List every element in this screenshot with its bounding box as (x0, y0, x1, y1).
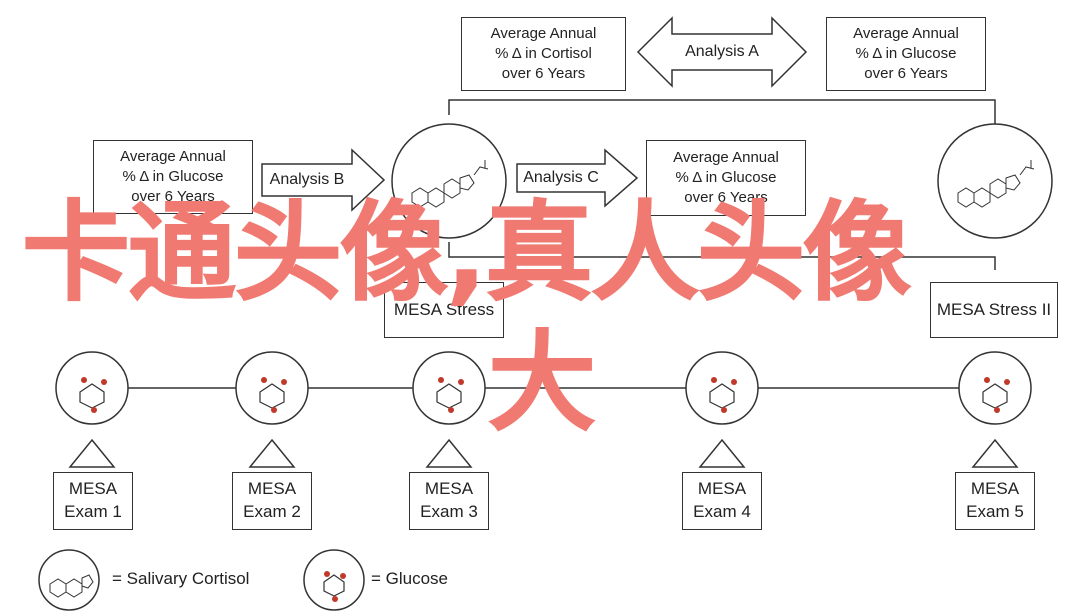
mid-left-box-line3: over 6 Years (131, 187, 215, 205)
legend-cortisol-label: = Salivary Cortisol (112, 569, 250, 588)
exam-box-1: MESA Exam 1 (53, 472, 133, 530)
top-right-box-line1: Average Annual (853, 25, 959, 43)
analysis-a-arrow (636, 16, 808, 88)
exam-box-5: MESA Exam 5 (955, 472, 1035, 530)
cortisol-circle-2 (937, 123, 1053, 239)
glucose-circles (55, 351, 1032, 425)
analysis-b-arrow (261, 148, 386, 212)
exam-box-3: MESA Exam 3 (409, 472, 489, 530)
exam-5-line2: Exam 5 (966, 502, 1024, 521)
exam-triangles (68, 438, 1019, 468)
analysis-c-arrow (516, 148, 639, 208)
mid-right-box-line2: % Δ in Glucose (675, 169, 777, 187)
cortisol-circle-1 (391, 123, 507, 239)
analysis-a-label: Analysis A (685, 43, 759, 60)
analysis-c-label: Analysis C (523, 169, 599, 186)
exam-box-4: MESA Exam 4 (682, 472, 762, 530)
top-right-box: Average Annual % Δ in Glucose over 6 Yea… (826, 17, 986, 91)
mid-right-box: Average Annual % Δ in Glucose over 6 Yea… (646, 140, 806, 216)
exam-3-line1: MESA (424, 479, 474, 499)
top-right-box-line3: over 6 Years (864, 64, 948, 82)
mid-left-box: Average Annual % Δ in Glucose over 6 Yea… (93, 140, 253, 214)
top-right-box-line2: % Δ in Glucose (855, 45, 957, 63)
exam-box-2: MESA Exam 2 (232, 472, 312, 530)
analysis-b-label: Analysis B (269, 171, 345, 188)
exam-3-line2: Exam 3 (420, 502, 478, 521)
stress-left-box: MESA Stress (384, 282, 504, 338)
exam-4-line1: MESA (697, 479, 747, 499)
overlay-text-line1: 卡通头像,真人头像 (21, 191, 911, 316)
top-left-box: Average Annual % Δ in Cortisol over 6 Ye… (461, 17, 626, 91)
top-left-box-line3: over 6 Years (501, 64, 586, 82)
mid-left-box-line1: Average Annual (120, 148, 226, 166)
overlay-text-line2: 大 (487, 321, 597, 446)
exam-5-line1: MESA (970, 479, 1020, 499)
mid-right-box-line1: Average Annual (673, 149, 779, 167)
mid-left-box-line2: % Δ in Glucose (122, 168, 224, 186)
exam-2-line2: Exam 2 (243, 502, 301, 521)
top-left-box-line2: % Δ in Cortisol (495, 45, 592, 63)
top-left-box-line1: Average Annual (490, 25, 597, 43)
exam-4-line2: Exam 4 (693, 502, 751, 521)
exam-2-line1: MESA (247, 479, 297, 499)
exam-1-line1: MESA (68, 479, 118, 499)
mid-bracket (448, 242, 996, 270)
glucose-molecules (79, 383, 1008, 409)
mid-right-box-line3: over 6 Years (684, 188, 768, 206)
glucose-atoms (81, 377, 1010, 413)
legend-glucose-label: = Glucose (371, 569, 449, 588)
stress-right-box: MESA Stress II (930, 282, 1058, 338)
top-bracket (448, 99, 996, 125)
exam-1-line2: Exam 1 (64, 502, 122, 521)
